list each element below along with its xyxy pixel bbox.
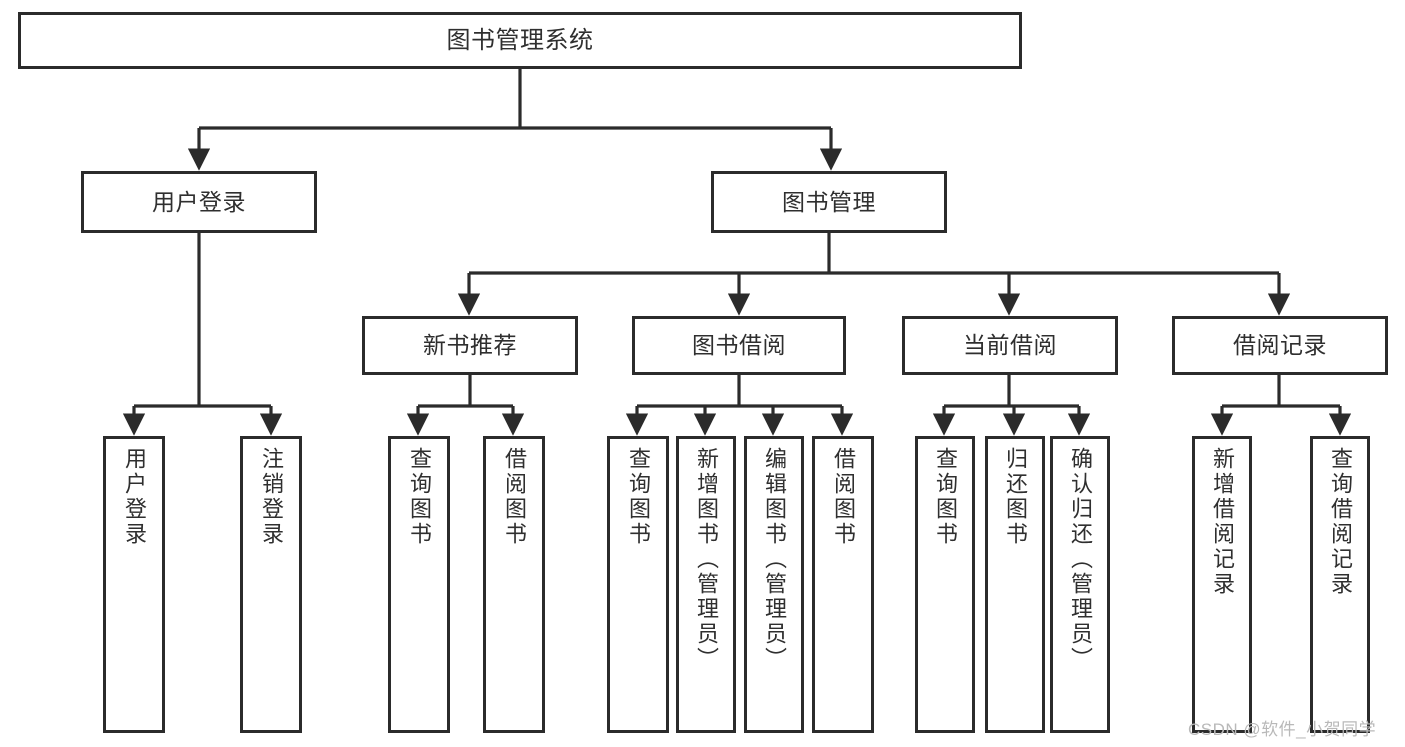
- node-label: 编辑图书（管理员）: [762, 447, 787, 672]
- leaf-confirm-return-admin[interactable]: 确认归还（管理员）: [1050, 436, 1110, 733]
- leaf-query-borrow-record[interactable]: 查询借阅记录: [1310, 436, 1370, 733]
- watermark-text: CSDN @软件_小贺同学: [1188, 720, 1377, 739]
- leaf-add-borrow-record[interactable]: 新增借阅记录: [1192, 436, 1252, 733]
- node-label: 用户登录: [122, 447, 147, 547]
- node-label: 查询图书: [407, 447, 432, 547]
- leaf-borrow-books-recommend[interactable]: 借阅图书: [483, 436, 545, 733]
- node-label: 用户登录: [152, 188, 246, 215]
- node-root-system[interactable]: 图书管理系统: [18, 12, 1022, 69]
- leaf-borrow-book[interactable]: 借阅图书: [812, 436, 874, 733]
- node-label: 注销登录: [259, 447, 284, 547]
- node-label: 图书管理: [782, 188, 876, 215]
- node-label: 借阅图书: [502, 447, 527, 547]
- leaf-query-books-current[interactable]: 查询图书: [915, 436, 975, 733]
- node-label: 新书推荐: [423, 332, 517, 359]
- node-label: 查询借阅记录: [1328, 447, 1353, 597]
- node-label: 当前借阅: [963, 332, 1057, 359]
- node-user-login[interactable]: 用户登录: [81, 171, 317, 233]
- node-label: 图书管理系统: [446, 26, 594, 54]
- node-label: 查询图书: [626, 447, 651, 547]
- leaf-query-books-recommend[interactable]: 查询图书: [388, 436, 450, 733]
- node-book-management[interactable]: 图书管理: [711, 171, 947, 233]
- node-label: 借阅图书: [831, 447, 856, 547]
- node-current-borrow[interactable]: 当前借阅: [902, 316, 1118, 375]
- node-borrow-records[interactable]: 借阅记录: [1172, 316, 1388, 375]
- leaf-return-book[interactable]: 归还图书: [985, 436, 1045, 733]
- node-new-book-recommend[interactable]: 新书推荐: [362, 316, 578, 375]
- leaf-user-login[interactable]: 用户登录: [103, 436, 165, 733]
- node-label: 新增借阅记录: [1210, 447, 1235, 597]
- node-book-borrow[interactable]: 图书借阅: [632, 316, 846, 375]
- node-label: 图书借阅: [692, 332, 786, 359]
- node-label: 归还图书: [1003, 447, 1028, 547]
- leaf-add-book-admin[interactable]: 新增图书（管理员）: [676, 436, 736, 733]
- leaf-logout[interactable]: 注销登录: [240, 436, 302, 733]
- node-label: 确认归还（管理员）: [1068, 447, 1093, 672]
- leaf-edit-book-admin[interactable]: 编辑图书（管理员）: [744, 436, 804, 733]
- node-label: 查询图书: [933, 447, 958, 547]
- node-label: 新增图书（管理员）: [694, 447, 719, 672]
- node-label: 借阅记录: [1233, 332, 1327, 359]
- leaf-query-books-borrow[interactable]: 查询图书: [607, 436, 669, 733]
